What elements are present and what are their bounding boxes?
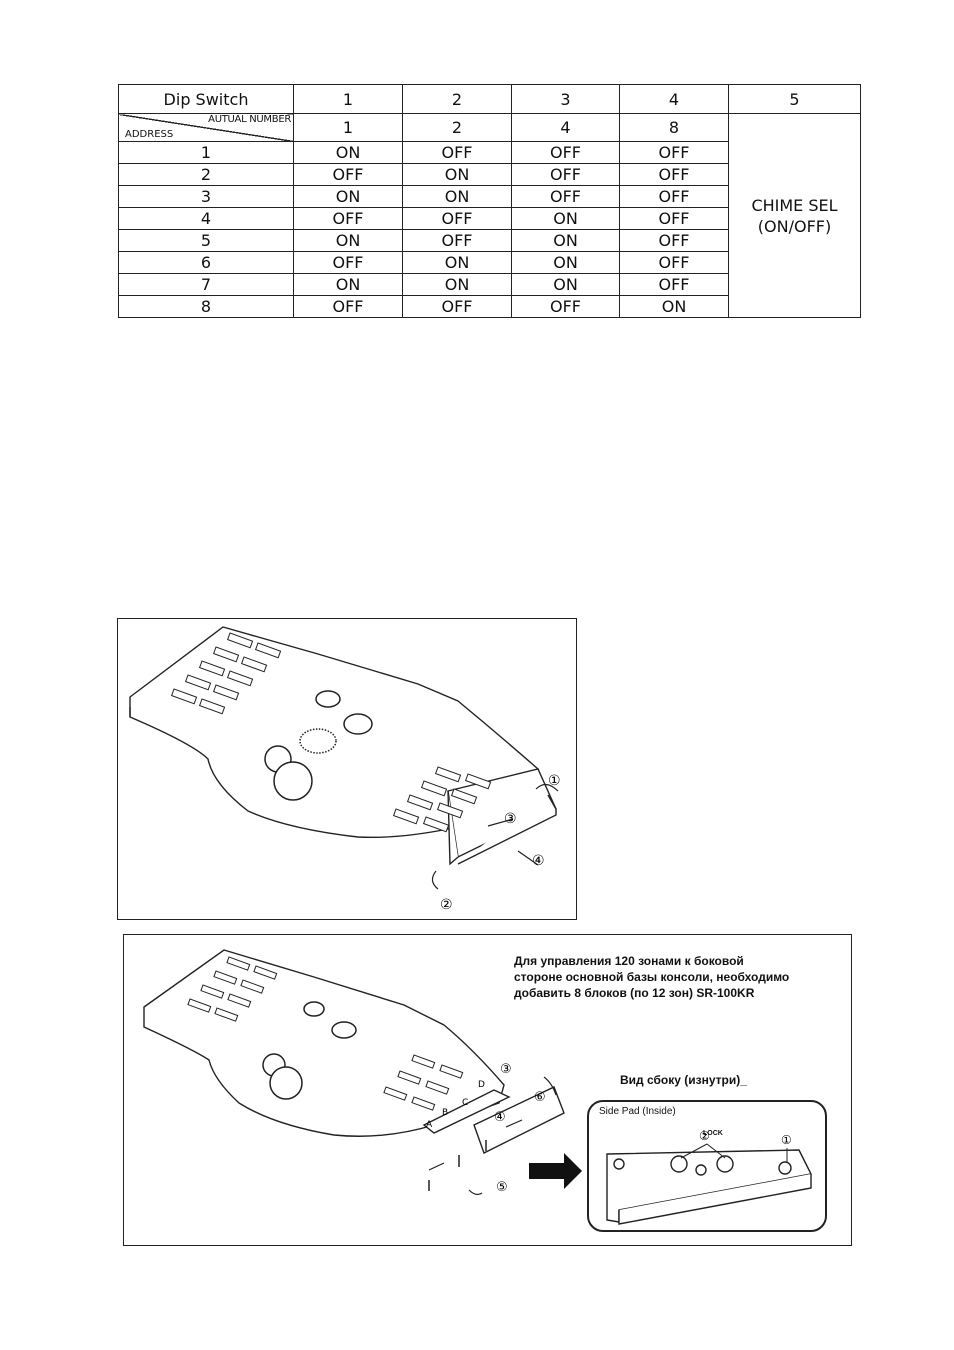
- switch-cell: OFF: [511, 295, 620, 318]
- switch-cell: OFF: [511, 185, 620, 208]
- instruction-note: Для управления 120 зонами к боковой стор…: [514, 953, 844, 1001]
- chime-line-1: CHIME SEL: [751, 195, 838, 215]
- arrow-right-icon: [529, 1153, 582, 1189]
- switch-cell: ON: [293, 185, 403, 208]
- switch-cell: OFF: [619, 163, 729, 186]
- switch-cell: ON: [402, 273, 512, 296]
- header-cell: 4: [619, 84, 729, 114]
- note-line: стороне основной базы консоли, необходим…: [514, 970, 790, 984]
- switch-cell: ON: [511, 229, 620, 252]
- switch-cell: OFF: [619, 273, 729, 296]
- address-cell: 4: [118, 207, 294, 230]
- actual-number-row: AUTUAL NUMBER ADDRESS 1 2 4 8 CHIME SEL …: [118, 113, 861, 318]
- switch-cell: ON: [511, 207, 620, 230]
- address-cell: 3: [118, 185, 294, 208]
- table-row: 8 OFF OFF OFF ON: [118, 295, 861, 318]
- step-5-label: ⑤: [496, 1180, 508, 1195]
- step-4-label: ④: [494, 1110, 506, 1125]
- table-row: 5 ON OFF ON OFF: [118, 229, 861, 252]
- step-3-label: ③: [504, 811, 517, 827]
- header-cell: Dip Switch: [118, 84, 294, 114]
- switch-cell: OFF: [402, 207, 512, 230]
- console-removal-figure: ① ② ③ ④: [117, 618, 577, 920]
- part-letter: C: [462, 1098, 468, 1108]
- side-view-label: Вид сбоку (изнутри)_: [620, 1073, 747, 1087]
- step-4-label: ④: [532, 853, 545, 869]
- switch-cell: OFF: [511, 141, 620, 164]
- switch-cell: OFF: [619, 251, 729, 274]
- side-pad-illustration: ② ①: [606, 1129, 813, 1225]
- step-2-label: ②: [440, 897, 453, 913]
- address-label: ADDRESS: [125, 129, 174, 140]
- side-pad-label: Side Pad (Inside): [599, 1106, 676, 1117]
- switch-cell: ON: [402, 251, 512, 274]
- actual-number-cell: 1: [293, 113, 403, 142]
- part-letter: D: [478, 1080, 485, 1090]
- table-row: 6 OFF ON ON OFF: [118, 251, 861, 274]
- note-line: добавить 8 блоков (по 12 зон) SR-100KR: [514, 986, 755, 1000]
- switch-cell: OFF: [293, 163, 403, 186]
- address-cell: 8: [118, 295, 294, 318]
- switch-cell: ON: [402, 163, 512, 186]
- chime-line-2: (ON/OFF): [757, 216, 832, 236]
- switch-cell: ON: [511, 273, 620, 296]
- side-pad-inset: Side Pad (Inside) LOCK ② ①: [587, 1100, 827, 1232]
- lock-label: LOCK: [703, 1130, 723, 1137]
- switch-cell: OFF: [293, 207, 403, 230]
- step-2-label: ②: [699, 1129, 710, 1143]
- address-cell: 5: [118, 229, 294, 252]
- address-cell: 6: [118, 251, 294, 274]
- switch-cell: ON: [402, 185, 512, 208]
- header-cell: 1: [293, 84, 403, 114]
- header-cell: 3: [511, 84, 620, 114]
- switch-cell: OFF: [402, 295, 512, 318]
- switch-cell: ON: [293, 273, 403, 296]
- part-letter: B: [442, 1108, 448, 1118]
- switch-cell: ON: [511, 251, 620, 274]
- header-cell: 2: [402, 84, 512, 114]
- switch-cell: ON: [293, 229, 403, 252]
- switch-cell: OFF: [619, 185, 729, 208]
- note-line: Для управления 120 зонами к боковой: [514, 954, 744, 968]
- console-exploded-illustration: ③ ④ ⑤ ⑥ D C B A: [143, 949, 582, 1196]
- address-cell: 7: [118, 273, 294, 296]
- address-cell: 1: [118, 141, 294, 164]
- switch-cell: OFF: [619, 141, 729, 164]
- part-letter: A: [426, 1120, 433, 1130]
- actual-number-cell: 4: [511, 113, 620, 142]
- address-cell: 2: [118, 163, 294, 186]
- switch-cell: ON: [293, 141, 403, 164]
- step-1-label: ①: [548, 773, 561, 789]
- side-block-figure: ③ ④ ⑤ ⑥ D C B A Для управления 120 зонам…: [123, 934, 852, 1246]
- actual-number-label: AUTUAL NUMBER: [208, 114, 291, 125]
- switch-cell: OFF: [619, 229, 729, 252]
- switch-cell: OFF: [402, 141, 512, 164]
- switch-cell: OFF: [402, 229, 512, 252]
- diagonal-header-cell: AUTUAL NUMBER ADDRESS: [118, 113, 294, 142]
- chime-select-cell: CHIME SEL (ON/OFF): [728, 113, 861, 318]
- step-6-label: ⑥: [534, 1090, 546, 1105]
- switch-cell: OFF: [293, 295, 403, 318]
- console-illustration: ① ② ③ ④: [129, 626, 561, 913]
- table-header-row: Dip Switch 1 2 3 4 5: [118, 84, 861, 114]
- header-cell: 5: [728, 84, 861, 114]
- actual-number-cell: 2: [402, 113, 512, 142]
- dip-switch-table: Dip Switch 1 2 3 4 5 AUTUAL NUMBER ADDRE…: [118, 84, 861, 318]
- actual-number-cell: 8: [619, 113, 729, 142]
- switch-cell: OFF: [293, 251, 403, 274]
- switch-cell: OFF: [511, 163, 620, 186]
- step-3-label: ③: [500, 1062, 512, 1077]
- step-1-label: ①: [781, 1133, 792, 1147]
- switch-cell: OFF: [619, 207, 729, 230]
- switch-cell: ON: [619, 295, 729, 318]
